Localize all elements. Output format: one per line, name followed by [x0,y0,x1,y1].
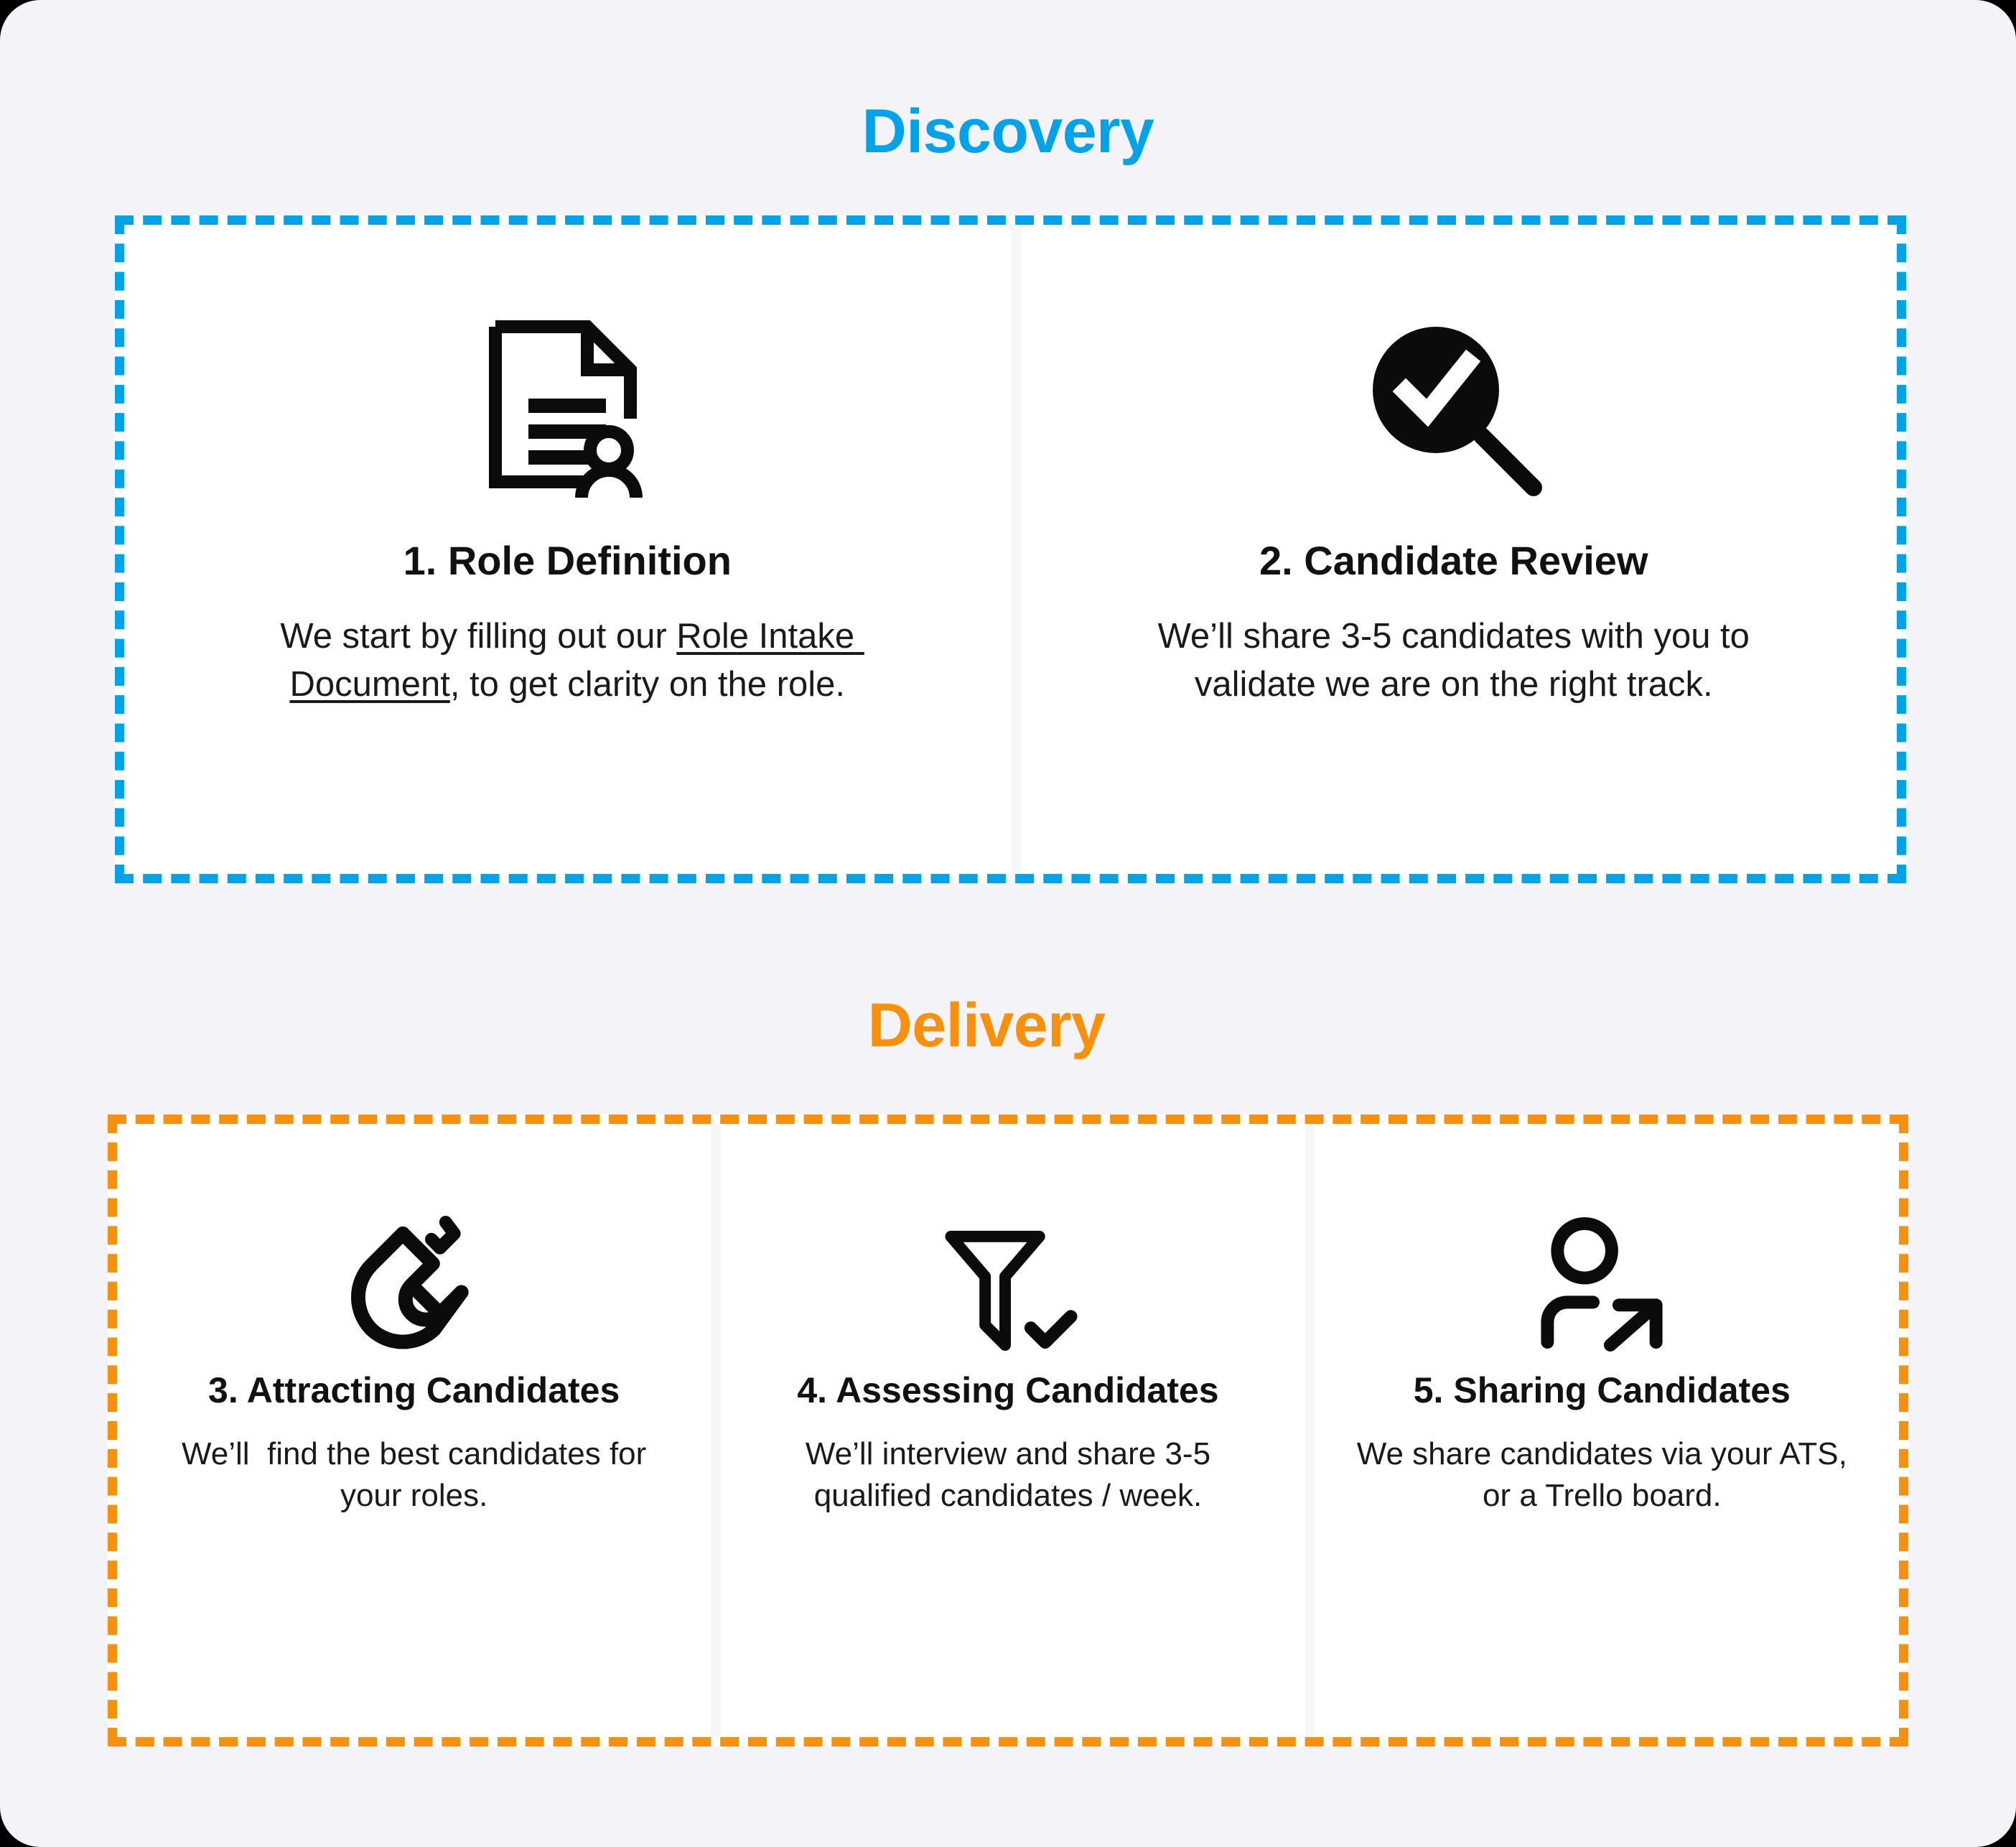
person-share-icon [1530,1203,1674,1364]
role-intake-document-link[interactable]: Role Intake Document [289,617,864,704]
magnet-icon [342,1203,486,1364]
desc-text-before: We start by filling out our [280,617,677,656]
magnifier-check-icon [1364,311,1544,505]
card-title: 2. Candidate Review [1259,538,1648,583]
card-title: 3. Attracting Candidates [208,1370,620,1410]
card-description: We share candidates via your ATS, or a T… [1356,1436,1857,1513]
funnel-check-icon [936,1203,1080,1364]
card-description: We start by filling out our Role Intake … [208,613,926,707]
desc-text-after: , to get clarity on the role. [449,664,845,704]
section-heading-discovery: Discovery [862,97,1154,166]
card-description: We’ll find the best candidates for your … [181,1436,655,1513]
section-heading-delivery: Delivery [867,991,1106,1060]
card-title: 5. Sharing Candidates [1413,1370,1791,1410]
card-attracting-candidates[interactable]: 3. Attracting Candidates We’ll find the … [117,1124,711,1737]
card-sharing-candidates[interactable]: 5. Sharing Candidates We share candidate… [1305,1124,1899,1737]
discovery-group: 1. Role Definition We start by filling o… [115,215,1906,883]
card-assessing-candidates[interactable]: 4. Assessing Candidates We’ll interview … [711,1124,1305,1737]
card-role-definition[interactable]: 1. Role Definition We start by filling o… [124,225,1011,874]
delivery-group: 3. Attracting Candidates We’ll find the … [108,1115,1908,1746]
card-candidate-review[interactable]: 2. Candidate Review We’ll share 3-5 cand… [1010,225,1897,874]
card-title: 1. Role Definition [403,538,732,583]
card-description: We’ll share 3-5 candidates with you to v… [1157,617,1760,704]
document-person-icon [481,311,653,505]
card-description: We’ll interview and share 3-5 qualified … [805,1436,1220,1513]
card-title: 4. Assessing Candidates [797,1370,1219,1410]
